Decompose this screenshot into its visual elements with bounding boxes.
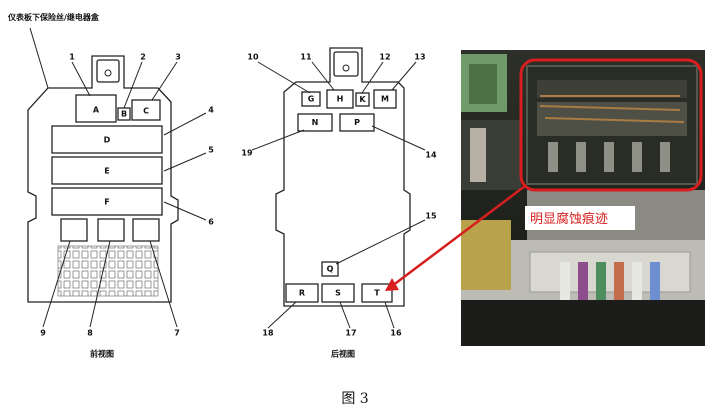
callout-line-7: [149, 240, 178, 328]
rear-view-label: 后视图: [331, 349, 355, 359]
fuse-g: [301, 91, 321, 107]
callout-line-6: [163, 201, 207, 221]
callout-number-12: 12: [379, 53, 390, 62]
callout-number-3: 3: [175, 53, 181, 62]
photo-wire-bundle: [560, 262, 660, 322]
fuse-a: [75, 94, 117, 123]
fuse-s: [321, 283, 355, 303]
corrosion-photo: [461, 50, 705, 346]
fuse-n: [297, 113, 333, 132]
callout-number-18: 18: [262, 329, 274, 338]
fuse-e: [51, 156, 163, 185]
corrosion-highlight-box: [519, 58, 703, 192]
callout-number-10: 10: [247, 53, 259, 62]
callout-number-5: 5: [208, 146, 214, 155]
callout-line-14: [371, 125, 426, 151]
fuse-t-label: T: [374, 289, 380, 298]
fuse-f-label: F: [104, 198, 109, 207]
callout-number-17: 17: [345, 329, 356, 338]
fuse-p-label: P: [354, 118, 360, 127]
fuse-h: [326, 89, 354, 109]
callout-number-4: 4: [208, 106, 214, 115]
front-mount-hole: [104, 69, 112, 77]
fuse-d: [51, 125, 163, 154]
callout-number-19: 19: [241, 149, 253, 158]
rear-mount-hole: [342, 64, 350, 72]
callout-line-9: [42, 240, 71, 328]
fuse-g-label: G: [308, 95, 315, 104]
fuse-a-label: A: [93, 106, 100, 115]
callout-line-title: [29, 27, 49, 89]
callout-line-5: [163, 152, 207, 172]
callout-line-18: [267, 301, 297, 329]
callout-line-13: [391, 61, 417, 91]
fuse-f: [51, 187, 163, 216]
diagram-title: 仪表板下保险丝/继电器盒: [7, 12, 100, 22]
fuse-k-label: K: [359, 95, 366, 104]
fuse-d-label: D: [104, 136, 111, 145]
corrosion-annotation: 明显腐蚀痕迹: [530, 211, 608, 227]
photo-corrosion-pattern: [539, 95, 685, 123]
callout-number-1: 1: [69, 53, 75, 62]
annotation-arrow-line: [391, 185, 526, 287]
callout-line-4: [163, 112, 207, 136]
fuse-b-label: B: [121, 110, 127, 119]
callout-line-17: [339, 301, 351, 329]
fuse-r-label: R: [299, 289, 305, 298]
callout-line-3: [151, 61, 178, 101]
callout-number-2: 2: [140, 53, 146, 62]
annotation-label-bg: [525, 206, 635, 230]
fuse-r: [285, 283, 319, 303]
callout-line-10: [257, 61, 311, 94]
relay-7: [132, 218, 160, 242]
callout-number-9: 9: [40, 329, 46, 338]
callout-line-19: [251, 129, 305, 151]
callout-number-15: 15: [425, 212, 437, 221]
fuse-c-label: C: [143, 107, 149, 116]
fuse-h-label: H: [337, 95, 344, 104]
fuse-m: [373, 89, 397, 109]
callout-number-13: 13: [414, 53, 425, 62]
relay-8: [97, 218, 125, 242]
callout-number-7: 7: [174, 329, 180, 338]
callout-number-14: 14: [425, 151, 437, 160]
front-view-label: 前视图: [90, 349, 114, 359]
front-view-diagram: A B C D E F 1 2 3 4 5 6 7 8 9 前视图: [27, 27, 214, 359]
rear-housing: [275, 47, 411, 307]
callout-line-15: [335, 219, 426, 265]
callout-line-11: [311, 61, 335, 91]
callout-line-2: [123, 61, 143, 109]
fuse-m-label: M: [381, 95, 389, 104]
callout-line-8: [89, 240, 111, 328]
fuse-t: [361, 283, 393, 303]
rear-top-tab-slot: [333, 51, 359, 77]
front-top-tab-slot: [96, 59, 120, 83]
fuse-p: [339, 113, 375, 132]
callout-number-6: 6: [208, 218, 214, 227]
callout-line-1: [71, 61, 91, 97]
fuse-q-label: Q: [327, 265, 334, 274]
callout-line-16: [384, 301, 395, 329]
front-connector-grill: [57, 245, 159, 297]
callout-number-8: 8: [87, 329, 93, 338]
relay-9: [60, 218, 88, 242]
callout-line-12: [361, 61, 384, 94]
photo-yellow-connector: [461, 220, 511, 290]
annotation-arrowhead: [385, 278, 399, 291]
callout-number-11: 11: [300, 53, 312, 62]
figure-caption: 图 3: [341, 391, 369, 407]
rear-view-diagram: G H K M N P Q R S T 10 11 12 13 14: [241, 47, 437, 359]
fuse-e-label: E: [104, 167, 109, 176]
fuse-n-label: N: [312, 118, 319, 127]
fuse-s-label: S: [335, 289, 341, 298]
fuse-c: [131, 99, 161, 121]
fuse-q: [321, 261, 339, 277]
callout-number-16: 16: [390, 329, 402, 338]
